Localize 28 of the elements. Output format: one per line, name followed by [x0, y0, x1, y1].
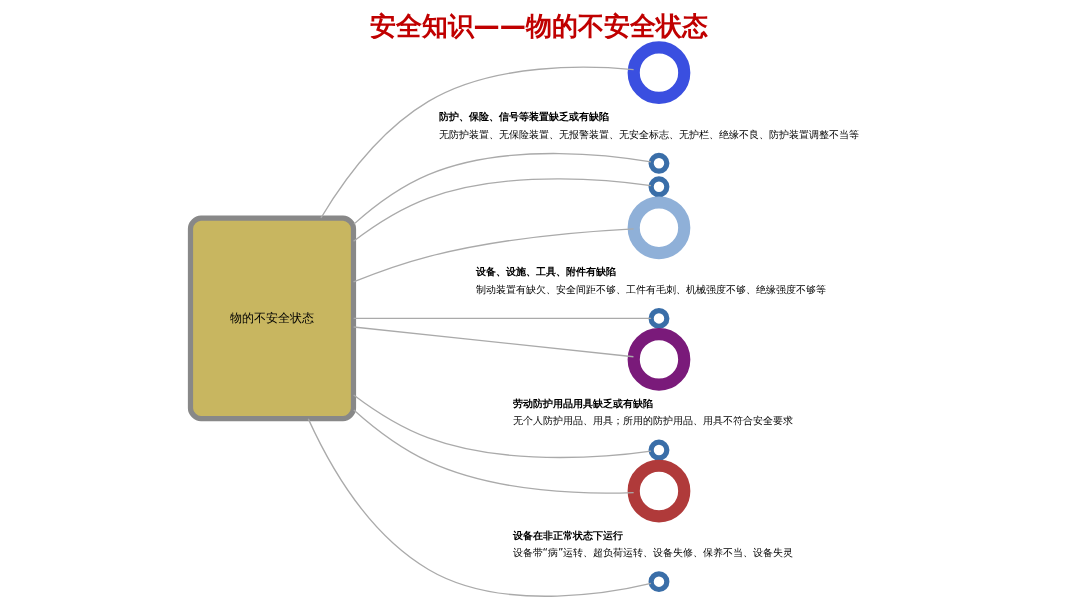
- connector: [307, 418, 652, 597]
- node-circle: [648, 571, 670, 593]
- node-circle: [627, 459, 691, 523]
- connector: [353, 152, 652, 225]
- connector: [352, 326, 635, 358]
- connector: [352, 228, 635, 283]
- node-label: 防护、保险、信号等装置缺乏或有缺陷: [439, 110, 610, 123]
- connector: [353, 394, 652, 459]
- node-circle: [648, 152, 670, 174]
- connector: [352, 317, 652, 320]
- connector: [353, 409, 635, 494]
- node-label: 设备、设施、工具、附件有缺陷: [475, 265, 616, 278]
- node-circle: [627, 196, 691, 260]
- node-label: 设备在非正常状态下运行: [512, 528, 623, 541]
- node-circle: [627, 41, 691, 104]
- connector: [320, 66, 635, 219]
- node-circle: [648, 439, 670, 461]
- node-label: 设备带“病”运转、超负荷运转、设备失修、保养不当、设备失灵: [512, 546, 794, 559]
- node-label: 制动装置有缺欠、安全间距不够、工件有毛刺、机械强度不够、绝缘强度不够等: [475, 282, 826, 295]
- connector: [352, 178, 652, 242]
- node-circle: [648, 307, 670, 329]
- node-label: 无个人防护用品、用具；所用的防护用品、用具不符合安全要求: [512, 414, 793, 427]
- diagram-title: 安全知识——物的不安全状态: [369, 11, 708, 42]
- node-circle: [648, 176, 670, 198]
- node-circle: [627, 328, 691, 391]
- node-label: 无防护装置、无保险装置、无报警装置、无安全标志、无护栏、绝缘不良、防护装置调整不当等: [439, 127, 860, 140]
- node-label: 劳动防护用品用具缺乏或有缺陷: [512, 396, 653, 409]
- node-box: 物的不安全状态: [187, 215, 357, 422]
